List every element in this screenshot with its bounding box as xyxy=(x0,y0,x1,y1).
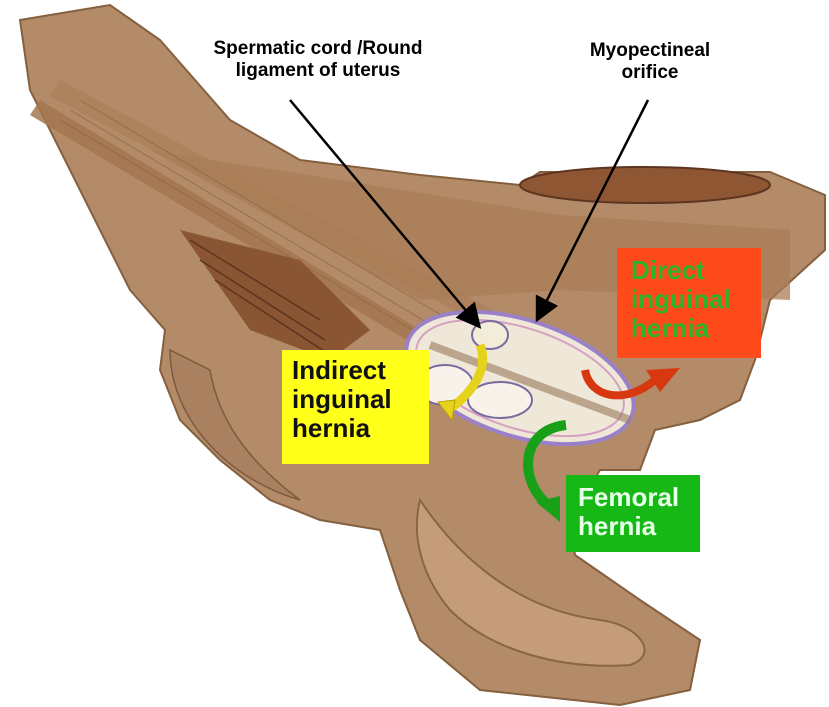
spermatic-cord-label-line2: ligament of uterus xyxy=(235,60,401,82)
myopectineal-label-line1: Myopectineal xyxy=(589,40,711,61)
myopectineal-label-line2: orifice xyxy=(621,62,679,84)
rectus-muscle-disc xyxy=(519,166,771,204)
femoral-hernia-line: hernia xyxy=(578,511,657,542)
indirect-hernia-box: Indirect inguinal hernia xyxy=(282,350,429,464)
femoral-hernia-arrow xyxy=(523,420,567,509)
spermatic-cord-pointer xyxy=(289,99,482,329)
direct-hernia-box: Direct inguinal hernia xyxy=(617,248,761,358)
direct-hernia-arrow xyxy=(581,368,658,400)
spermatic-cord-label: Spermatic cord /Round ligament of uterus xyxy=(168,38,468,83)
direct-hernia-line: inguinal xyxy=(631,284,731,315)
spermatic-cord-label-line1: Spermatic cord /Round xyxy=(213,38,423,59)
femoral-hernia-line: Femoral xyxy=(578,482,680,512)
direct-hernia-line: Direct xyxy=(631,255,705,285)
obturator-region xyxy=(415,497,646,667)
direct-hernia-line: hernia xyxy=(631,313,710,344)
indirect-hernia-line: hernia xyxy=(292,413,371,444)
indirect-hernia-line: Indirect xyxy=(292,355,386,385)
iliac-lobe xyxy=(169,348,301,501)
myopectineal-label: Myopectineal orifice xyxy=(560,40,740,85)
femoral-hernia-box: Femoral hernia xyxy=(566,475,700,552)
indirect-hernia-line: inguinal xyxy=(292,384,392,415)
myopectineal-pointer xyxy=(535,99,650,323)
